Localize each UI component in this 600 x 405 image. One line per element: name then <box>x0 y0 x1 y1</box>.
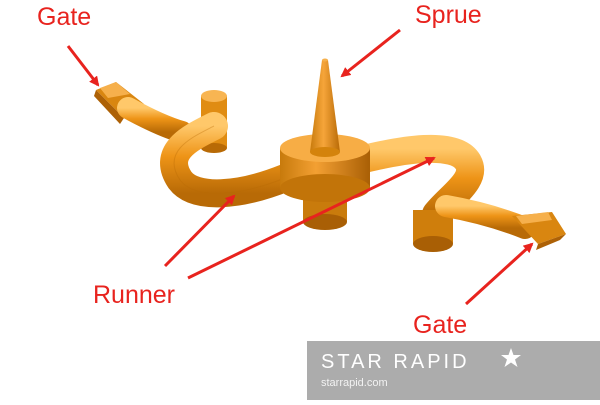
right-gate <box>512 212 566 250</box>
sprue-cone <box>310 58 340 157</box>
arrow-runner-right <box>187 156 436 280</box>
left-runner-segment <box>117 97 193 143</box>
arrow-gate-bottom-right <box>464 242 534 306</box>
arrow-runner-left <box>163 194 236 268</box>
watermark: STAR RAPID starrapid.com <box>307 341 600 400</box>
arrow-sprue <box>340 28 401 78</box>
label-gate-top-left: Gate <box>37 3 92 31</box>
star-icon <box>501 348 521 367</box>
label-sprue: Sprue <box>415 1 482 29</box>
watermark-brand: STAR RAPID <box>321 351 470 373</box>
arrow-gate-top-left <box>66 45 100 87</box>
runner-right-curve <box>346 134 484 228</box>
runner-left-curve <box>160 112 299 208</box>
label-runner: Runner <box>93 281 175 309</box>
label-gate-bottom-right: Gate <box>413 311 468 339</box>
right-runner-segment <box>435 195 536 239</box>
watermark-url: starrapid.com <box>321 377 388 389</box>
